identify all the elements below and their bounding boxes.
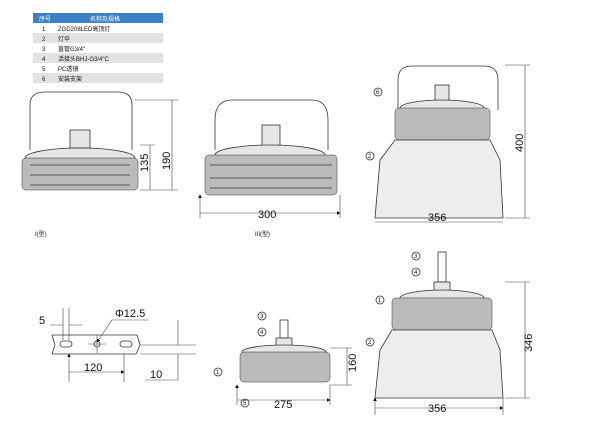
row-name: ZGD208LED高顶灯	[58, 25, 110, 33]
table-row	[33, 73, 163, 83]
table-row	[33, 33, 163, 43]
dim-275: 275	[274, 399, 292, 411]
callout-circle	[373, 87, 383, 97]
dim-346: 346	[523, 334, 535, 352]
dimension-lines	[505, 64, 530, 219]
callout-circle	[375, 295, 385, 305]
dimension-lines	[200, 195, 340, 218]
leader-line-hole	[96, 319, 148, 343]
hanging-bracket	[29, 91, 133, 150]
parts-table: 序号 名称及规格 1 ZGD208LED高顶灯 2 灯伞 3 直管G3/4" 4 活接头BHJ…	[33, 13, 163, 83]
type-1-label: I(型)	[35, 230, 47, 238]
dim-10: 10	[150, 369, 162, 381]
callout-circle	[365, 151, 375, 161]
callout-circle	[365, 337, 375, 347]
reflector	[374, 139, 504, 219]
header-name: 名称及规格	[90, 15, 120, 23]
dimension-lines	[505, 281, 530, 399]
dim-190: 190	[161, 152, 173, 170]
pipe	[279, 319, 289, 339]
dim-120: 120	[84, 362, 102, 374]
pipe	[437, 251, 447, 283]
dim-400: 400	[514, 134, 526, 152]
row-no: 5	[42, 67, 46, 73]
table-header	[33, 13, 163, 23]
lamp-cap	[261, 124, 281, 148]
callout-circle	[257, 311, 267, 321]
hanging-bracket	[397, 65, 499, 110]
dim-160: 160	[347, 354, 359, 372]
heat-sink-fins	[204, 154, 338, 196]
dimension-line-width	[375, 398, 503, 415]
callout-1s: 1	[216, 370, 220, 376]
table-row	[33, 63, 163, 73]
reflector	[374, 329, 504, 399]
callout-4s: 4	[260, 330, 264, 336]
heat-sink-fins	[391, 297, 493, 331]
table-row	[33, 53, 163, 63]
lamp-type-3: 300 III(型)	[200, 99, 340, 238]
callout-5s: 5	[243, 401, 247, 407]
dim-hole: Φ12.5	[115, 308, 145, 320]
dimension-lines-thickness	[140, 320, 196, 381]
dimension-lines-span	[69, 354, 124, 382]
callout-2b: 2	[368, 340, 372, 346]
row-name: PC透镜	[58, 65, 78, 73]
dim-356-top: 356	[428, 212, 446, 224]
slot-left	[59, 340, 73, 348]
callout-3: 3	[414, 254, 418, 260]
dimension-line-width	[237, 385, 330, 405]
lamp-pendant-bracket: 400 356 6 2	[365, 64, 530, 224]
callout-4: 4	[414, 270, 418, 276]
dim-135: 135	[139, 154, 151, 172]
type-3-label: III(型)	[255, 230, 270, 238]
lamp-pipe-small: 160 275 3 4 1 5	[213, 311, 359, 411]
callout-6: 6	[376, 90, 380, 96]
callout-1: 1	[378, 298, 382, 304]
dimension-lines	[330, 347, 352, 386]
row-no: 4	[42, 57, 46, 63]
hanging-bracket	[214, 99, 329, 150]
table-row	[33, 23, 163, 33]
callout-circle	[240, 398, 250, 408]
lamp-pendant-pipe: 346 356 3 4 1 2	[365, 251, 535, 415]
callout-3s: 3	[260, 314, 264, 320]
row-name: 灯伞	[58, 35, 70, 43]
dim-356-bottom: 356	[428, 403, 446, 415]
callout-circle	[411, 267, 421, 277]
dim-300: 300	[258, 209, 276, 221]
row-no: 3	[42, 47, 46, 53]
slot-right	[119, 340, 133, 348]
fin-lines	[30, 164, 130, 186]
table-row	[33, 43, 163, 53]
dimension-lines	[135, 99, 178, 191]
row-no: 2	[42, 37, 46, 43]
dimension-lines-slot	[50, 308, 82, 340]
dim-5: 5	[39, 315, 45, 327]
heat-sink-fins	[239, 351, 331, 383]
callout-circle	[213, 367, 223, 377]
callout-circle	[411, 251, 421, 261]
fin-lines	[210, 164, 332, 189]
heat-sink-fins	[21, 157, 139, 191]
header-no: 序号	[39, 15, 51, 23]
row-no: 6	[42, 77, 46, 83]
callout-circle	[257, 327, 267, 337]
row-name: 活接头BHJ-G3/4"C	[58, 55, 109, 63]
bracket-plate	[51, 334, 141, 355]
row-no: 1	[42, 27, 46, 33]
row-name: 直管G3/4"	[58, 45, 85, 53]
lamp-type-1: 135 190 I(型)	[21, 91, 178, 238]
callout-2: 2	[368, 154, 372, 160]
mounting-bracket: 5 Φ12.5 120 10	[39, 308, 196, 382]
row-name: 安装支架	[58, 75, 82, 83]
lamp-cap	[69, 129, 91, 149]
center-mark	[88, 335, 106, 353]
heat-sink-fins	[394, 107, 491, 141]
